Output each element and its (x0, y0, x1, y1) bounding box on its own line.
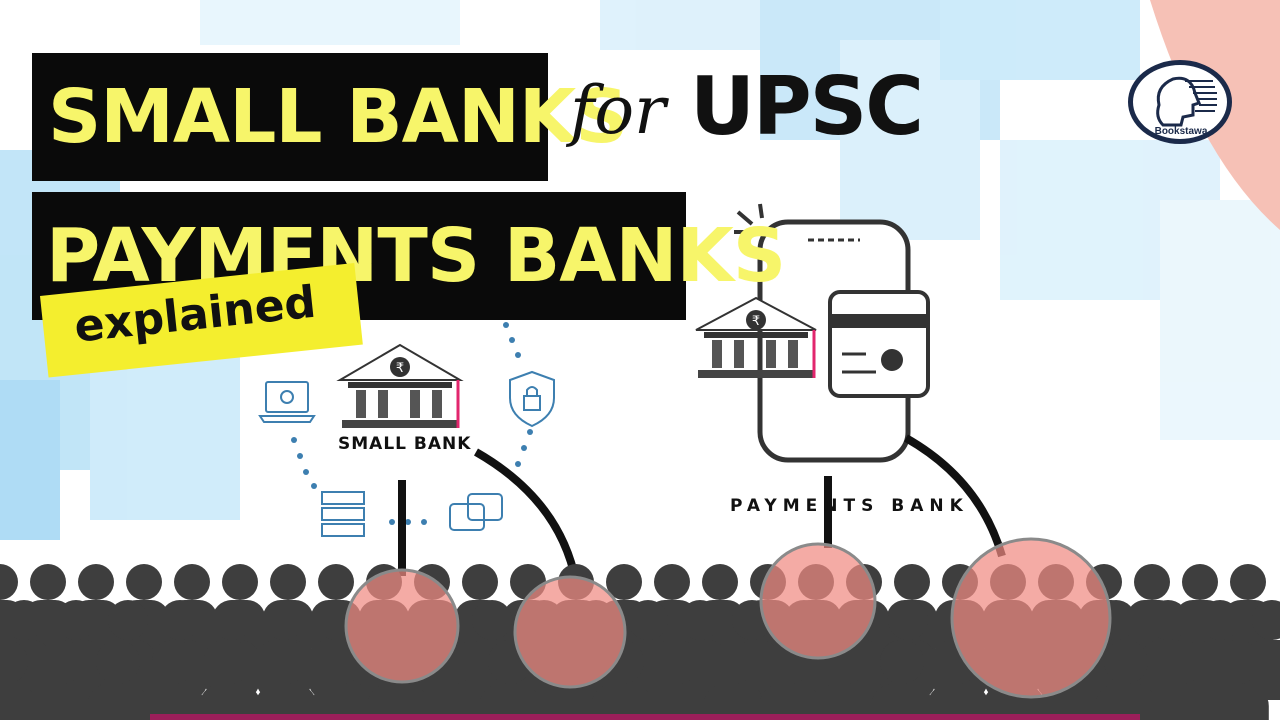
crowd-person-head (1216, 640, 1260, 684)
crowd-person-head (880, 640, 924, 684)
crowd-person-head (318, 564, 354, 600)
crowd-person-head (462, 564, 498, 600)
crowd-person-head (1182, 564, 1218, 600)
crowd-person-head (208, 640, 252, 684)
laptop-gear-icon (258, 381, 316, 423)
crowd-person-body (703, 684, 765, 720)
crowd-person-head (56, 600, 96, 640)
crowd-person-head (1160, 640, 1204, 684)
crowd-person-head (4, 600, 44, 640)
crowd-person-body (759, 684, 821, 720)
crowd-person-body (0, 684, 37, 720)
payments-bank-building-icon: ₹ (695, 296, 817, 378)
bookstawa-logo (1128, 60, 1232, 144)
crowd-person-body (87, 684, 149, 720)
crowd-person-body (311, 684, 373, 720)
crowd-person-body (1207, 684, 1269, 720)
crowd-person-head (1104, 640, 1148, 684)
crowd-person-body (535, 684, 597, 720)
crowd-person-body (815, 684, 877, 720)
crowd-person-head (152, 640, 196, 684)
crowd-person-head (628, 600, 668, 640)
svg-text:₹: ₹ (752, 314, 760, 329)
crowd-person-body (647, 684, 709, 720)
crowd-person-head (1200, 600, 1240, 640)
crowd-person-head (108, 600, 148, 640)
crowd-person-body (479, 684, 541, 720)
crowd-person-head (264, 640, 308, 684)
title-line-small-banks: SMALL BANKS (32, 53, 629, 181)
crowd-person-head (894, 564, 930, 600)
crowd-person-head (680, 600, 720, 640)
crowd-person-head (222, 564, 258, 600)
shield-lock-icon (509, 370, 555, 428)
crowd-person-body (1151, 684, 1213, 720)
crowd-person-head (1230, 564, 1266, 600)
crowd-person-head (888, 600, 928, 640)
title-for-word: for (570, 72, 666, 149)
crowd-person-body (31, 684, 93, 720)
crowd-person-head (654, 564, 690, 600)
crowd-person-head (0, 640, 28, 684)
svg-text:₹: ₹ (396, 361, 404, 376)
highlight-circles (344, 537, 1112, 699)
crowd-person-body (143, 684, 205, 720)
crowd-person-head (30, 564, 66, 600)
small-bank-label: SMALL BANK (338, 434, 472, 454)
crowd-person-head (160, 600, 200, 640)
crowd-person-head (1148, 600, 1188, 640)
crowd-person-head (1252, 600, 1280, 640)
crowd-person-body (423, 684, 485, 720)
title-upsc-word: UPSC (690, 60, 924, 153)
crowd-person-head (472, 600, 512, 640)
crowd-person-head (96, 640, 140, 684)
dotted-connectors (291, 322, 533, 525)
payment-card-icon (828, 290, 930, 398)
crowd-person-head (264, 600, 304, 640)
server-icon (321, 491, 365, 537)
small-bank-building-icon: ₹ (336, 343, 464, 428)
head-profile-icon (1156, 76, 1217, 127)
crowd-person-head (270, 564, 306, 600)
chat-bubbles-icon (449, 493, 503, 531)
crowd-person-head (606, 564, 642, 600)
crowd-person-head (656, 640, 700, 684)
crowd-person-head (174, 564, 210, 600)
crowd-person-head (126, 564, 162, 600)
crowd-person-body (591, 684, 653, 720)
crowd-person-body (367, 684, 429, 720)
crowd-person-body (871, 684, 933, 720)
crowd-person-head (702, 564, 738, 600)
bottom-accent-line (150, 714, 1140, 720)
crowd-person-body (199, 684, 261, 720)
crowd-person-head (212, 600, 252, 640)
payments-bank-label: PAYMENTS BANK (730, 496, 969, 516)
logo-text: Bookstawa (1154, 126, 1208, 137)
crowd-person-head (0, 564, 18, 600)
crowd-person-head (40, 640, 84, 684)
crowd-person-head (1134, 564, 1170, 600)
crowd-person-body (1095, 684, 1157, 720)
crowd-person-body (255, 684, 317, 720)
crowd-person-body (927, 684, 989, 720)
connector-lines (398, 434, 1006, 583)
crowd-person-head (712, 640, 756, 684)
notification-lines-icon (734, 203, 764, 234)
crowd-person-head (78, 564, 114, 600)
